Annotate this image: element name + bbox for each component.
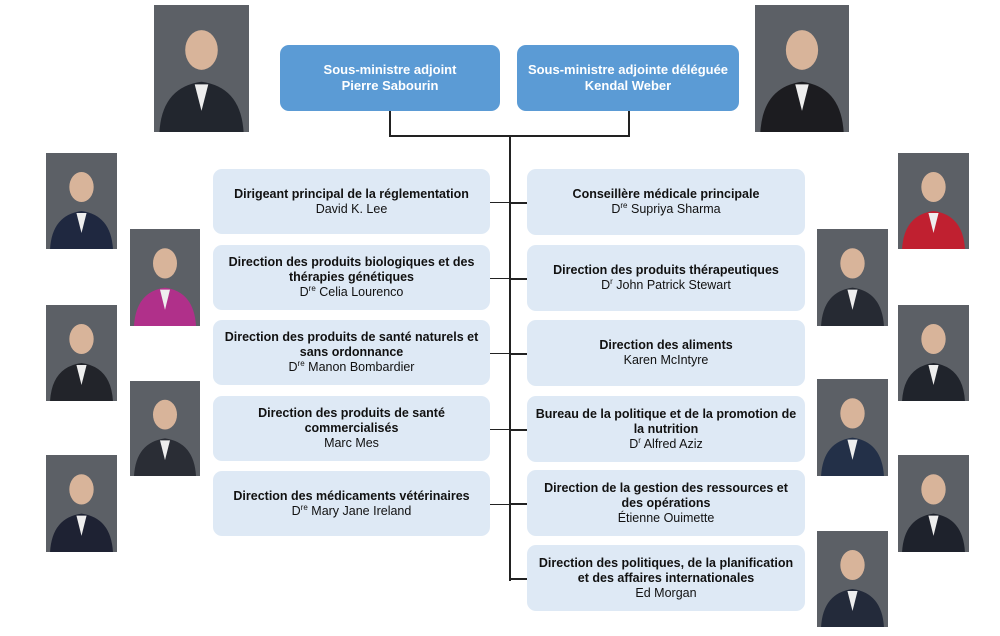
honorific: re xyxy=(308,284,316,293)
connector-line xyxy=(490,201,509,203)
branch-head-name: David K. Lee xyxy=(316,202,388,217)
person-name: Mary Jane Ireland xyxy=(311,503,412,518)
person-name: Marc Mes xyxy=(324,436,379,450)
connector-line xyxy=(510,202,527,204)
branch-box: Direction des politiques, de la planific… xyxy=(527,545,805,611)
branch-title: Direction des politiques, de la planific… xyxy=(538,555,794,585)
portrait-photo xyxy=(46,305,117,401)
person-name: Ed Morgan xyxy=(635,585,697,600)
branch-head-name: Dre Mary Jane Ireland xyxy=(291,502,412,518)
branch-head-name: Dre Manon Bombardier xyxy=(288,359,415,375)
connector-line xyxy=(510,578,527,580)
person-name: David K. Lee xyxy=(315,201,388,216)
branch-head-name: Karen McIntyre xyxy=(624,353,709,368)
branch-box: Bureau de la politique et de la promotio… xyxy=(527,396,805,462)
branch-box: Direction des produits de santé commerci… xyxy=(213,396,490,461)
honorific: re xyxy=(300,502,308,512)
branch-box: Direction de la gestion des ressources e… xyxy=(527,470,805,536)
portrait-photo xyxy=(154,5,249,132)
person-name: Celia Lourenco xyxy=(319,285,404,299)
person-name: Karen McIntyre xyxy=(623,353,709,367)
branch-title: Direction des médicaments vétérinaires xyxy=(233,488,470,503)
person-name: Supriya Sharma xyxy=(631,202,721,216)
branch-head-name: Marc Mes xyxy=(324,436,379,451)
portrait-photo xyxy=(755,5,849,132)
connector-line xyxy=(490,277,509,279)
branch-head-name: Ed Morgan xyxy=(635,586,696,601)
honorific: r xyxy=(610,277,613,286)
portrait-photo xyxy=(898,455,969,552)
connector-line xyxy=(628,111,630,136)
branch-title: Conseillère médicale principale xyxy=(572,187,760,201)
branch-box: Direction des produits biologiques et de… xyxy=(213,245,490,310)
connector-line xyxy=(510,278,527,280)
branch-head-name: Étienne Ouimette xyxy=(618,511,715,526)
branch-box: Dirigeant principal de la réglementation… xyxy=(213,169,490,234)
person-name: Manon Bombardier xyxy=(308,360,415,374)
person-name: John Patrick Stewart xyxy=(616,278,731,292)
branch-title: Direction des produits biologiques et de… xyxy=(228,255,475,284)
portrait-photo xyxy=(130,229,200,326)
branch-title: Direction des produits thérapeutiques xyxy=(553,263,779,277)
branch-title: Direction des aliments xyxy=(599,338,733,352)
branch-head-name: Dr John Patrick Stewart xyxy=(601,277,731,293)
branch-title: Dirigeant principal de la réglementation xyxy=(234,186,469,201)
portrait-photo xyxy=(898,305,969,401)
honorific: re xyxy=(297,359,305,368)
branch-head-name: Dre Supriya Sharma xyxy=(611,201,721,217)
honorific: re xyxy=(620,201,628,210)
portrait-photo xyxy=(46,455,117,552)
branch-box: Direction des produits de santé naturels… xyxy=(213,320,490,385)
branch-title: Direction de la gestion des ressources e… xyxy=(544,480,788,510)
connector-line xyxy=(510,503,527,505)
branch-head-name: Dre Celia Lourenco xyxy=(299,284,404,300)
portrait-photo xyxy=(817,229,888,326)
branch-title: Direction des produits de santé naturels… xyxy=(224,330,479,359)
portrait-photo xyxy=(817,531,888,627)
connector-line xyxy=(509,135,511,581)
person-name: Étienne Ouimette xyxy=(617,510,715,525)
portrait-photo xyxy=(817,379,888,476)
leader-name: Pierre Sabourin xyxy=(341,78,439,93)
leader-title: Sous-ministre adjoint xyxy=(323,62,457,77)
connector-line xyxy=(490,503,509,505)
connector-line xyxy=(510,353,527,355)
connector-line xyxy=(490,352,509,354)
portrait-photo xyxy=(130,381,200,476)
connector-line xyxy=(490,428,509,430)
honorific: r xyxy=(638,435,641,445)
branch-title: Direction des produits de santé commerci… xyxy=(258,406,445,435)
branch-title: Bureau de la politique et de la promotio… xyxy=(535,406,797,436)
branch-head-name: Dr Alfred Aziz xyxy=(629,435,703,451)
connector-line xyxy=(510,429,527,431)
portrait-photo xyxy=(898,153,969,249)
leader-name: Kendal Weber xyxy=(584,78,672,93)
portrait-photo xyxy=(46,153,117,249)
leader-title: Sous-ministre adjointe déléguée xyxy=(527,62,729,77)
connector-line xyxy=(389,111,391,136)
person-name: Alfred Aziz xyxy=(643,436,703,451)
